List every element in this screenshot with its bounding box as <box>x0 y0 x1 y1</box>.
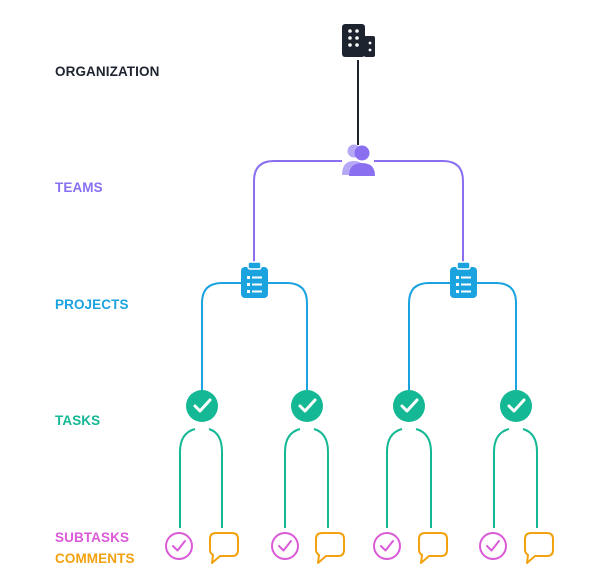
connector-tasks-children <box>522 428 538 528</box>
level-label-organization: ORGANIZATION <box>55 64 160 79</box>
check-outline-icon <box>271 532 299 560</box>
connector-tasks-children <box>386 428 403 528</box>
check-circle-icon <box>393 390 425 422</box>
connector-tasks-children <box>208 428 223 528</box>
connector-tasks-children <box>313 428 329 528</box>
connector-projects-tasks <box>408 282 450 390</box>
speech-bubble-icon <box>524 532 554 564</box>
connector-teams-projects <box>253 160 342 262</box>
level-label-teams: TEAMS <box>55 180 103 195</box>
speech-bubble-icon <box>315 532 345 564</box>
clipboard-icon <box>450 261 477 298</box>
connector-tasks-children <box>284 428 301 528</box>
check-circle-icon <box>500 390 532 422</box>
check-circle-icon <box>186 390 218 422</box>
level-label-tasks: TASKS <box>55 413 101 428</box>
level-label-comments: COMMENTS <box>55 551 135 566</box>
check-outline-icon <box>165 532 193 560</box>
connector-lines <box>179 60 538 528</box>
check-circle-icon <box>291 390 323 422</box>
connector-tasks-children <box>179 428 196 528</box>
connector-tasks-children <box>415 428 432 528</box>
people-icon <box>342 144 375 176</box>
check-outline-icon <box>373 532 401 560</box>
speech-bubble-icon <box>418 532 448 564</box>
connector-projects-tasks <box>477 282 517 390</box>
check-outline-icon <box>479 532 507 560</box>
connector-projects-tasks <box>201 282 241 390</box>
connector-projects-tasks <box>268 282 308 390</box>
level-label-projects: PROJECTS <box>55 297 129 312</box>
building-icon <box>342 24 375 57</box>
clipboard-icon <box>241 261 268 298</box>
speech-bubble-icon <box>209 532 239 564</box>
connector-tasks-children <box>493 428 510 528</box>
level-label-subtasks: SUBTASKS <box>55 530 130 545</box>
connector-teams-projects <box>374 160 464 262</box>
